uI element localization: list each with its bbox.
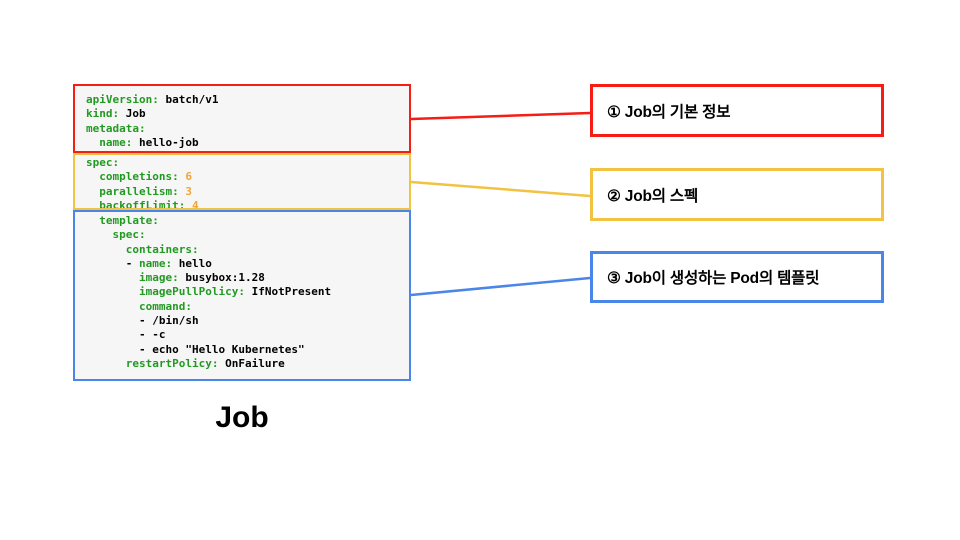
yaml-segment-val: [185, 199, 192, 208]
yaml-segment-key: parallelism:: [99, 184, 179, 198]
yaml-code-line: spec:: [86, 156, 409, 170]
yaml-segment-val: - -c: [139, 328, 166, 342]
yaml-code-line: - -c: [86, 328, 409, 342]
callout-basic-info: ① Job의 기본 정보: [590, 84, 884, 137]
yaml-segment-key: completions:: [99, 170, 179, 184]
yaml-segment-key: backoffLimit:: [99, 198, 186, 210]
callout-basic-info-label: ① Job의 기본 정보: [607, 103, 731, 121]
yaml-segment-key: spec:: [86, 156, 120, 169]
yaml-segment-val: hello-job: [132, 135, 199, 149]
yaml-segment-val: Job: [119, 107, 146, 121]
yaml-code-line: completions: 6: [86, 170, 409, 184]
yaml-segment-num: 4: [191, 198, 199, 210]
yaml-segment-key: kind:: [86, 107, 120, 121]
callout-spec-label: ② Job의 스펙: [607, 187, 699, 205]
yaml-code-line: backoffLimit: 4: [86, 198, 409, 210]
yaml-code-line: imagePullPolicy: IfNotPresent: [86, 285, 409, 299]
diagram-title: Job: [215, 401, 269, 434]
yaml-segment-num: 6: [185, 170, 192, 184]
yaml-segment-val: - echo "Hello Kubernetes": [139, 342, 305, 356]
yaml-segment-val: - /bin/sh: [139, 314, 199, 328]
yaml-code-line: restartPolicy: OnFailure: [86, 357, 409, 371]
yaml-segment-key: imagePullPolicy:: [139, 285, 245, 299]
yaml-code-line: kind: Job: [86, 107, 409, 121]
yaml-segment-key: apiVersion:: [86, 93, 159, 106]
yaml-segment-key: image:: [139, 271, 179, 285]
yaml-segment-key: name:: [99, 135, 133, 149]
yaml-segment-val: IfNotPresent: [245, 285, 332, 299]
yaml-code-line: - echo "Hello Kubernetes": [86, 343, 409, 357]
yaml-segment-key: template:: [99, 214, 159, 227]
yaml-segment-key: metadata:: [86, 121, 146, 135]
yaml-segment-key: restartPolicy:: [125, 356, 219, 370]
yaml-segment-num: 3: [185, 184, 192, 198]
connector-yellow-line: [410, 180, 591, 198]
yaml-segment-val: busybox:1.28: [178, 271, 265, 285]
yaml-segment-key: command:: [139, 299, 193, 313]
yaml-segment-key: name:: [139, 256, 173, 270]
yaml-code-line: image: busybox:1.28: [86, 271, 409, 285]
yaml-code-line: apiVersion: batch/v1: [86, 93, 409, 107]
yaml-segment-key: containers:: [125, 242, 199, 256]
connector-red-line: [410, 111, 591, 121]
yaml-code-line: - name: hello: [86, 257, 409, 271]
yaml-code-line: - /bin/sh: [86, 314, 409, 328]
yaml-code-line: metadata:: [86, 122, 409, 136]
yaml-segment-key: spec:: [112, 228, 146, 242]
yaml-code-line: containers:: [86, 243, 409, 257]
yaml-code-line: spec:: [86, 228, 409, 242]
yaml-segment-val: OnFailure: [218, 356, 285, 370]
callout-pod-template-label: ③ Job이 생성하는 Pod의 템플릿: [607, 270, 820, 287]
yaml-code-line: parallelism: 3: [86, 185, 409, 199]
yaml-segment-val: hello: [172, 256, 212, 270]
yaml-code-line: command:: [86, 300, 409, 314]
callout-pod-template: ③ Job이 생성하는 Pod의 템플릿: [590, 251, 884, 303]
yaml-code-line: name: hello-job: [86, 136, 409, 150]
yaml-code-line: template:: [86, 214, 409, 228]
yaml-segment-val: batch/v1: [158, 93, 219, 106]
yaml-segment-val: -: [125, 256, 140, 270]
connector-blue-line: [410, 276, 591, 297]
callout-spec: ② Job의 스펙: [590, 168, 884, 221]
